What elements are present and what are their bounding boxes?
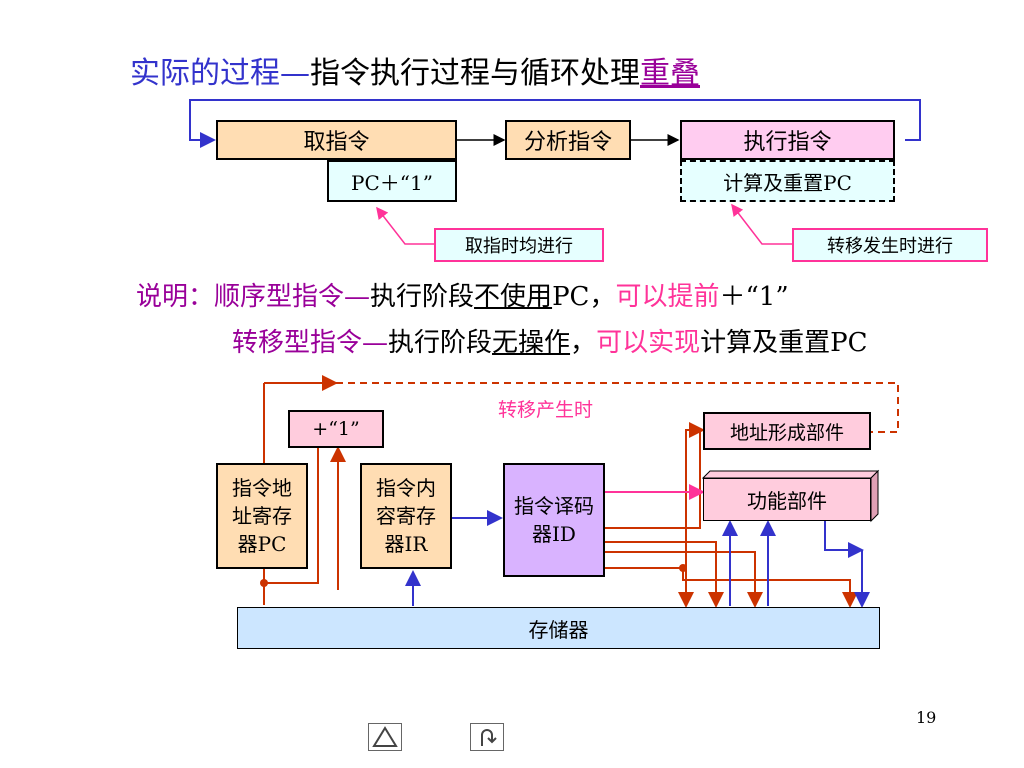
pc-label: PC	[552, 282, 590, 312]
address-unit-label: 地址形成部件	[729, 421, 844, 444]
pc-register-line-3: 器PC	[237, 532, 287, 556]
title-main: 指令执行过程与循环处理	[310, 56, 640, 91]
analyze-stage-box: 分析指令	[505, 120, 631, 160]
plus-one-label: ＋“1”	[719, 282, 789, 312]
pc-register-line-2: 址寄存	[232, 504, 292, 528]
title-prefix: 实际的过程	[130, 56, 280, 91]
note-branch-time: 转移发生时进行	[792, 228, 988, 262]
execute-stage-box: 执行指令	[680, 120, 895, 160]
decoder-line-2: 器ID	[532, 522, 576, 546]
branch-type-label: 转移型指令	[232, 328, 363, 358]
pc-register-box: 指令地 址寄存 器PC	[216, 463, 308, 569]
plus-one-diagram-label: +“1”	[312, 418, 360, 440]
seq-type-label: 顺序型指令	[214, 282, 345, 312]
ir-register-line-2: 容寄存	[376, 504, 436, 528]
explain-label: 说明：	[136, 282, 215, 312]
comma-1: ，	[589, 282, 616, 312]
note-fetch-time: 取指时均进行	[434, 228, 604, 262]
return-icon	[481, 729, 497, 746]
ir-register-box: 指令内 容寄存 器IR	[360, 463, 452, 569]
pc-increment-box: PC＋“1”	[327, 160, 457, 202]
function-unit-label: 功能部件	[747, 489, 827, 513]
no-op-label: 无操作	[492, 328, 571, 358]
triangle-icon	[372, 726, 398, 747]
comma-2: ，	[570, 328, 597, 358]
can-do-label: 可以实现	[596, 328, 701, 358]
execute-label: 执行指令	[743, 130, 832, 155]
fetch-stage-box: 取指令	[216, 120, 457, 160]
calc-reset-pc-box: 计算及重置PC	[680, 160, 895, 202]
title-emphasis: 重叠	[640, 56, 700, 91]
note-fetch-label: 取指时均进行	[465, 236, 573, 257]
calc-reset-label: 计算及重置PC	[700, 328, 868, 358]
decoder-line-1: 指令译码	[514, 494, 594, 518]
page-title: 实际的过程—指令执行过程与循环处理重叠	[130, 48, 700, 92]
note-branch-label: 转移发生时进行	[827, 236, 953, 257]
address-unit-box: 地址形成部件	[703, 412, 871, 450]
memory-label: 存储器	[528, 617, 589, 642]
ir-register-line-3: 器IR	[384, 532, 428, 556]
decoder-box: 指令译码 器ID	[503, 463, 605, 577]
plus-one-box: +“1”	[288, 410, 384, 448]
exec-stage-2: 执行阶段	[388, 328, 493, 358]
dash-2: —	[362, 328, 389, 358]
explain-line-2: 转移型指令—执行阶段无操作，可以实现计算及重置PC	[232, 322, 867, 359]
analyze-label: 分析指令	[523, 130, 612, 155]
explain-line-1: 说明：顺序型指令—执行阶段不使用PC，可以提前＋“1”	[136, 276, 789, 313]
calc-reset-pc-label: 计算及重置PC	[723, 170, 852, 195]
pc-register-line-1: 指令地	[232, 476, 292, 500]
exec-stage-1: 执行阶段	[370, 282, 475, 312]
title-dash: —	[280, 56, 310, 91]
not-use-label: 不使用	[474, 282, 553, 312]
pc-increment-label: PC＋“1”	[351, 170, 433, 195]
ir-register-line-1: 指令内	[376, 476, 436, 500]
fetch-label: 取指令	[303, 130, 370, 155]
return-button[interactable]	[470, 723, 504, 751]
memory-box: 存储器	[237, 607, 880, 649]
back-button[interactable]	[368, 723, 402, 751]
branch-happens-label: 转移产生时	[498, 399, 594, 421]
dash-1: —	[344, 282, 371, 312]
page-number: 19	[916, 708, 937, 727]
can-advance-label: 可以提前	[615, 282, 720, 312]
function-unit-box: 功能部件	[703, 478, 871, 521]
